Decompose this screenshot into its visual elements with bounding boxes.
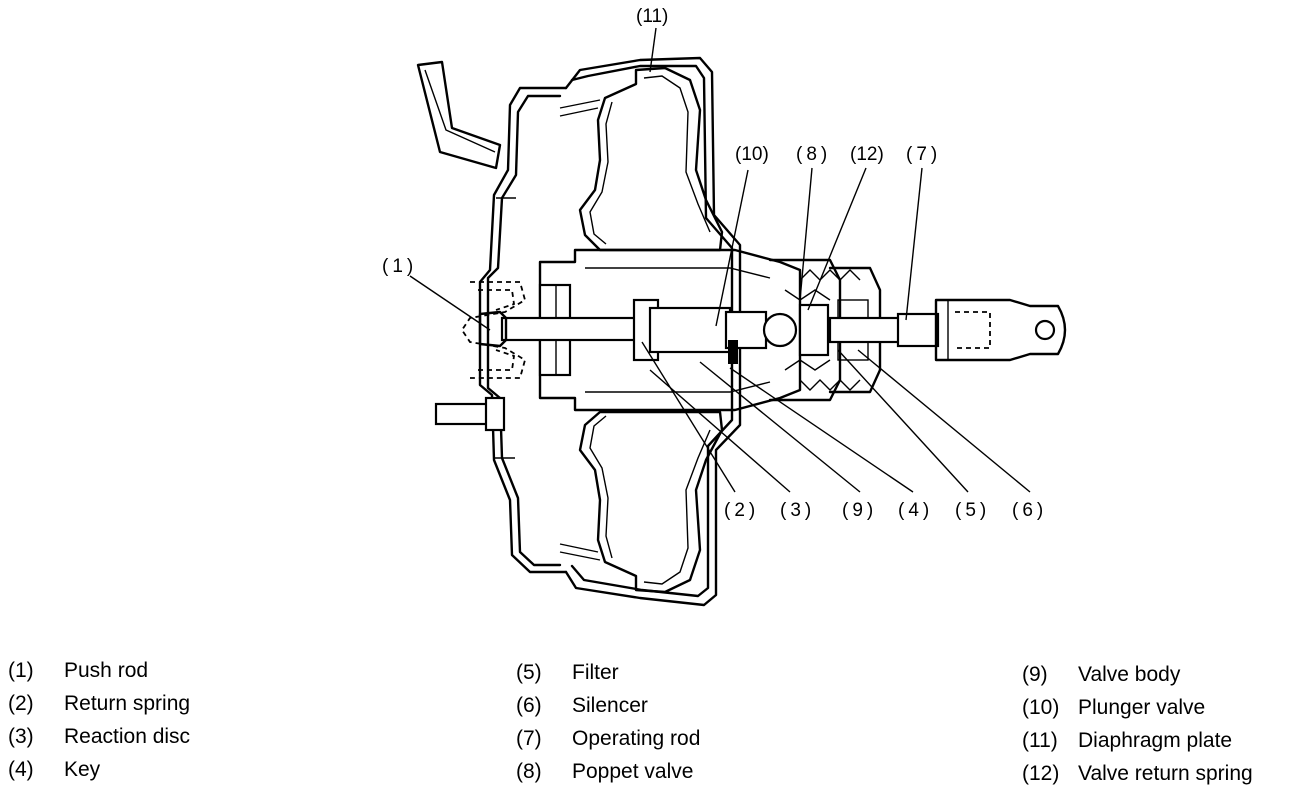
- callout-3: (3): [780, 500, 815, 521]
- legend-number: (1): [8, 659, 34, 682]
- legend-label: Operating rod: [572, 727, 701, 750]
- legend-label: Return spring: [64, 692, 191, 715]
- brake-booster-cross-section: (1) (11) (10) (8) (12) (7) (2) (3) (9) (…: [382, 6, 1067, 607]
- legend-label: Reaction disc: [64, 725, 191, 748]
- legend-item-12: (12) Valve return spring: [1022, 762, 1253, 786]
- callout-7: (7): [906, 144, 941, 165]
- callout-11: (11): [636, 6, 668, 27]
- legend-number: (6): [516, 694, 542, 717]
- legend-label: Diaphragm plate: [1078, 729, 1233, 752]
- legend-item-8: (8) Poppet valve: [516, 760, 693, 784]
- mounting-stud: [434, 396, 506, 432]
- legend-number: (9): [1022, 663, 1048, 686]
- legend-number: (11): [1022, 729, 1058, 752]
- legend-item-6: (6) Silencer: [516, 694, 648, 718]
- legend-item-3: (3) Reaction disc: [8, 725, 190, 749]
- callout-1: (1): [382, 256, 417, 277]
- callout-5: (5): [955, 500, 990, 521]
- callout-6: (6): [1012, 500, 1047, 521]
- callout-4: (4): [898, 500, 933, 521]
- callout-10: (10): [735, 144, 769, 165]
- legend-item-10: (10) Plunger valve: [1022, 696, 1205, 720]
- legend-number: (2): [8, 692, 34, 715]
- legend-label: Key: [64, 758, 101, 781]
- legend-label: Valve return spring: [1078, 762, 1253, 785]
- legend-label: Push rod: [64, 659, 149, 682]
- diaphragm-plate-lower: [559, 410, 724, 594]
- legend-label: Silencer: [572, 694, 648, 717]
- vacuum-hose-connector: [416, 60, 502, 170]
- legend-item-4: (4) Key: [8, 758, 100, 782]
- leader-lines: [409, 27, 1031, 493]
- legend-number: (5): [516, 661, 542, 684]
- legend-number: (10): [1022, 696, 1060, 719]
- legend-number: (8): [516, 760, 542, 783]
- reaction-disc-and-plunger: [632, 298, 798, 364]
- diaphragm-plate-upper: [559, 66, 724, 252]
- callout-9: (9): [842, 500, 877, 521]
- legend-label: Valve body: [1078, 663, 1181, 686]
- callout-8: (8): [796, 144, 831, 165]
- callout-2: (2): [724, 500, 759, 521]
- legend-label: Plunger valve: [1078, 696, 1206, 719]
- legend-number: (12): [1022, 762, 1060, 785]
- legend-number: (7): [516, 727, 542, 750]
- legend-item-7: (7) Operating rod: [516, 727, 700, 751]
- legend-label: Filter: [572, 661, 619, 684]
- callout-12: (12): [850, 144, 884, 165]
- legend-item-1: (1) Push rod: [8, 659, 148, 683]
- legend-label: Poppet valve: [572, 760, 694, 783]
- operating-rod: [828, 298, 1067, 362]
- legend-item-11: (11) Diaphragm plate: [1022, 729, 1232, 753]
- legend-item-5: (5) Filter: [516, 661, 619, 685]
- legend-item-2: (2) Return spring: [8, 692, 190, 716]
- legend-item-9: (9) Valve body: [1022, 663, 1180, 687]
- legend-number: (3): [8, 725, 34, 748]
- legend-number: (4): [8, 758, 34, 781]
